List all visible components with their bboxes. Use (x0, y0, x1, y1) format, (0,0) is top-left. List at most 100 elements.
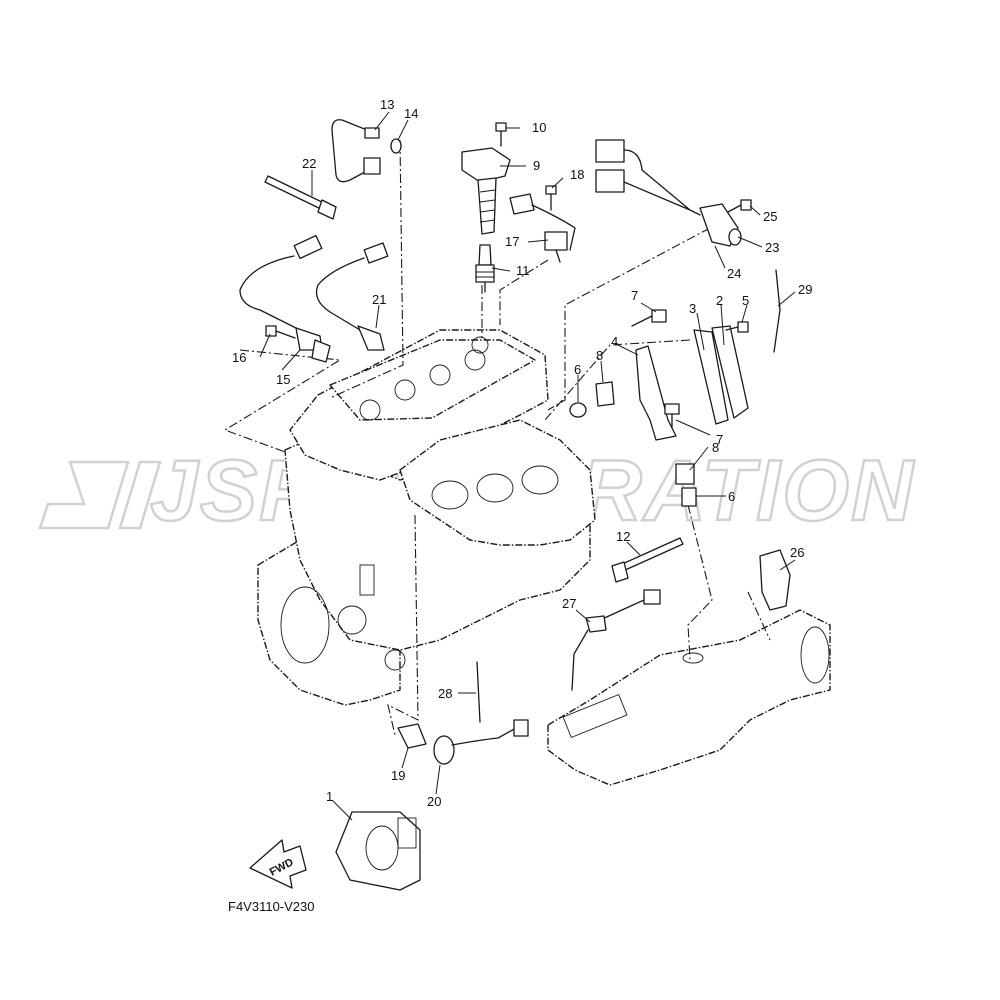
callout-26: 26 (790, 545, 804, 560)
part-8-grommet-lower (675, 463, 695, 485)
part-8-grommet-upper (595, 381, 615, 407)
callout-25: 25 (763, 209, 777, 224)
part-11-spark-plug (475, 244, 495, 293)
callout-2: 2 (716, 293, 723, 308)
line-19 (387, 514, 419, 736)
crank-boss-1 (337, 605, 367, 635)
exhaust-outlet (800, 626, 830, 684)
line-4 (544, 339, 691, 421)
part-12-bolt (611, 537, 684, 583)
exhaust-flange (562, 693, 628, 739)
crank-bore (280, 586, 330, 664)
callout-21: 21 (372, 292, 386, 307)
part-16-bolt (265, 325, 296, 339)
part-7-bolt-upper (631, 309, 667, 327)
head-boss-2 (429, 364, 451, 386)
intake-port-3 (521, 465, 559, 495)
callout-1: 1 (326, 789, 333, 804)
line-23 (547, 227, 711, 411)
line-26 (747, 591, 771, 641)
part-28-cable-tie (476, 661, 481, 723)
callout-12: 12 (616, 529, 630, 544)
engine-head-top (329, 339, 536, 421)
callout-27: 27 (562, 596, 576, 611)
harness-connector-b (595, 169, 625, 193)
callout-15: 15 (276, 372, 290, 387)
callout-5: 5 (742, 293, 749, 308)
callout-7-lower: 7 (716, 432, 723, 447)
part-25-bolt (727, 199, 752, 213)
exhaust-manifold-body (547, 609, 831, 786)
part-9-ignition-coil (461, 147, 511, 235)
callout-6-upper: 6 (574, 362, 581, 377)
engine-block (257, 329, 596, 706)
fwd-arrow: FWD (249, 839, 307, 889)
callout-3: 3 (689, 301, 696, 316)
crank-boss-2 (384, 649, 406, 671)
part-6-collar-lower (681, 487, 697, 507)
callout-20: 20 (427, 794, 441, 809)
callout-16: 16 (232, 350, 246, 365)
callout-29: 29 (798, 282, 812, 297)
head-boss-4 (359, 399, 381, 421)
head-boss-3 (464, 349, 486, 371)
part-27-sensor (571, 589, 661, 691)
assembly-lines (223, 139, 771, 736)
intake-port-2 (476, 473, 514, 503)
callout-6-lower: 6 (728, 489, 735, 504)
harness-connector-a (595, 139, 625, 163)
callout-23: 23 (765, 240, 779, 255)
callout-24: 24 (727, 266, 741, 281)
callout-22: 22 (302, 156, 316, 171)
part-14-washer (390, 138, 402, 154)
part-1-unit (335, 811, 421, 891)
part-7-bolt-lower (664, 403, 680, 429)
diagram-code: F4V3110-V230 (228, 899, 315, 914)
watermark-logo (38, 460, 162, 530)
callout-11: 11 (516, 263, 530, 278)
part-19-sensor (397, 723, 427, 749)
part-22-bolt (264, 175, 337, 220)
part-5-bolt (725, 321, 749, 333)
line-14 (329, 139, 404, 399)
part-15-sensor (239, 234, 331, 363)
part-3-guide (693, 329, 729, 425)
callout-17: 17 (505, 234, 519, 249)
oil-filter-mount (359, 564, 375, 596)
plug-well (471, 336, 489, 354)
sensor-boss (682, 652, 704, 664)
part-4-bracket (635, 345, 677, 441)
leader-lines (259, 111, 796, 821)
part-23-harness (595, 139, 742, 247)
callout-8-lower: 8 (712, 440, 719, 455)
line-6 (687, 504, 713, 661)
part-20-knock-sensor (433, 719, 529, 765)
exhaust-manifold (547, 609, 831, 786)
line-15 (223, 349, 342, 453)
head-boss-1 (394, 379, 416, 401)
callout-4: 4 (611, 334, 618, 349)
callout-19: 19 (391, 768, 405, 783)
callout-10: 10 (532, 120, 546, 135)
callout-9: 9 (533, 158, 540, 173)
part-18-bolt (545, 185, 557, 211)
part-17-sensor (509, 193, 576, 263)
intake-manifold (399, 419, 596, 546)
callout-7-upper: 7 (631, 288, 638, 303)
callout-18: 18 (570, 167, 584, 182)
part-26-clip (759, 549, 791, 611)
intake-port-1 (431, 480, 469, 510)
part-13-sensor (331, 119, 381, 183)
callout-13: 13 (380, 97, 394, 112)
part-2-guide (711, 325, 749, 419)
part-6-collar-upper (569, 402, 587, 418)
line-17 (499, 259, 549, 325)
part-21-sensor (315, 242, 389, 351)
part-10-bolt (495, 122, 507, 147)
callout-14: 14 (404, 106, 418, 121)
callout-28: 28 (438, 686, 452, 701)
callout-8-upper: 8 (596, 348, 603, 363)
part-29-cable-tie (773, 269, 781, 353)
callouts: 1 2 3 4 5 6 6 7 7 8 8 9 10 11 12 13 14 1… (232, 97, 812, 809)
